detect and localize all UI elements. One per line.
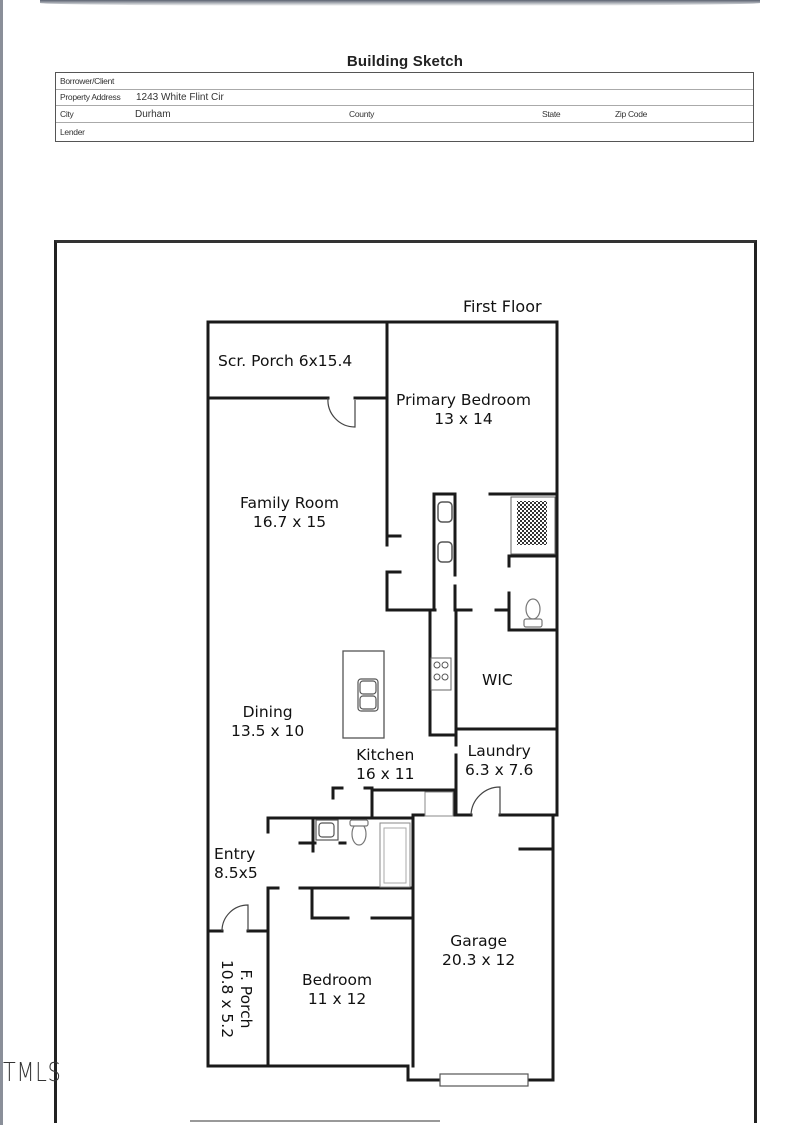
scan-left-edge [0, 0, 3, 1125]
room-size: 20.3 x 12 [442, 951, 516, 969]
room-size: 11 x 12 [307, 990, 367, 1008]
room-size: 16 x 11 [356, 765, 415, 783]
floor-label: First Floor [463, 297, 542, 316]
room-wic: WIC [482, 671, 513, 690]
city-label: City [60, 109, 74, 119]
room-size: 8.5x5 [214, 864, 258, 882]
room-name: Scr. Porch 6x15.4 [218, 352, 353, 370]
room-screened-porch: Scr. Porch 6x15.4 [218, 352, 352, 371]
city-value: Durham [135, 109, 171, 120]
row-city: City Durham County State Zip Code [56, 106, 753, 123]
lender-label: Lender [60, 127, 85, 137]
room-name: Bedroom [302, 971, 373, 989]
room-front-porch: F. Porch 10.8 x 5.2 [217, 949, 255, 1049]
zip-label: Zip Code [615, 109, 648, 119]
room-size: 10.8 x 5.2 [218, 959, 236, 1039]
room-laundry: Laundry 6.3 x 7.6 [465, 742, 533, 780]
room-name: Family Room [240, 494, 339, 512]
property-info-form: Borrower/Client Property Address 1243 Wh… [55, 72, 754, 142]
room-size: 6.3 x 7.6 [465, 761, 534, 779]
room-name: Dining [242, 703, 293, 721]
room-name: Kitchen [356, 746, 415, 764]
property-address-value: 1243 White Flint Cir [136, 92, 224, 103]
room-dining: Dining 13.5 x 10 [231, 703, 304, 741]
room-size: 13.5 x 10 [231, 722, 305, 740]
row-property-address: Property Address 1243 White Flint Cir [56, 89, 753, 106]
room-entry: Entry 8.5x5 [214, 845, 258, 883]
room-bedroom: Bedroom 11 x 12 [302, 971, 372, 1009]
room-size: 13 x 14 [434, 410, 493, 428]
room-name: WIC [482, 671, 513, 689]
room-family-room: Family Room 16.7 x 15 [240, 494, 339, 532]
room-size: 16.7 x 15 [252, 513, 327, 531]
cooktop [430, 657, 452, 691]
room-name: Entry [214, 845, 256, 863]
scan-top-shadow [40, 0, 760, 6]
state-label: State [542, 109, 561, 119]
room-kitchen: Kitchen 16 x 11 [356, 746, 414, 784]
borrower-label: Borrower/Client [60, 76, 115, 86]
room-primary-bedroom: Primary Bedroom 13 x 14 [396, 391, 531, 429]
room-name: Primary Bedroom [396, 391, 531, 409]
row-borrower: Borrower/Client [56, 73, 753, 90]
room-garage: Garage 20.3 x 12 [442, 932, 515, 970]
county-label: County [349, 109, 375, 119]
sketch-frame [54, 240, 757, 1123]
room-name: Laundry [467, 742, 531, 760]
property-address-label: Property Address [60, 92, 121, 102]
document-title: Building Sketch [346, 53, 464, 70]
row-lender: Lender [56, 124, 753, 140]
garage-door [439, 1073, 529, 1087]
room-name: Garage [450, 932, 508, 950]
mls-watermark: TMLS [3, 1058, 62, 1088]
bottom-edge-line [190, 1120, 440, 1122]
room-name: F. Porch [237, 969, 255, 1029]
